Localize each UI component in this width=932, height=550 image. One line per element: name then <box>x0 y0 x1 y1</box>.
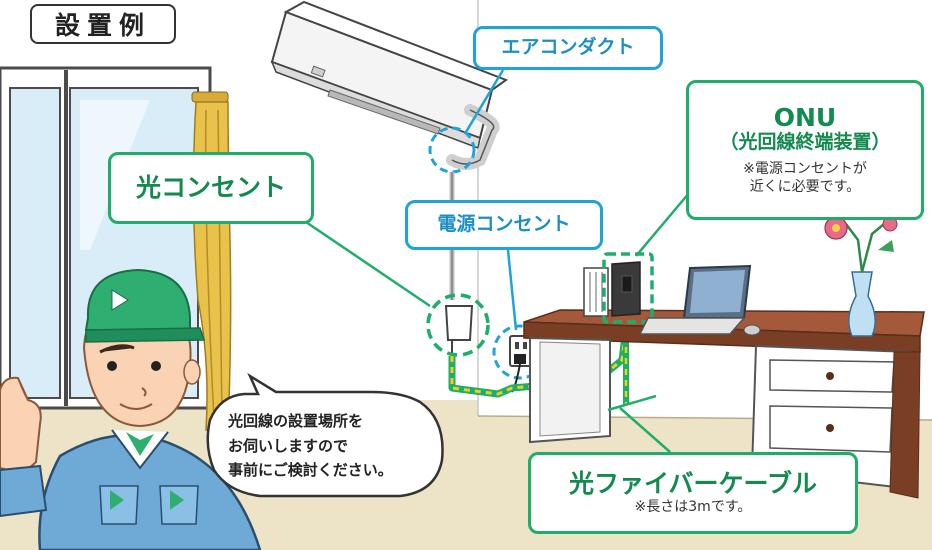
optical-outlet-text: 光コンセント <box>135 172 286 202</box>
power-outlet-text: 電源コンセント <box>437 213 571 236</box>
laptop <box>638 264 761 336</box>
speech-line3: 事前にご検討ください。 <box>228 461 393 480</box>
speech-bubble <box>206 372 444 498</box>
speech-line1: 光回線の設置場所を <box>228 411 364 430</box>
onu-title: ONU <box>773 102 837 132</box>
air-conditioner <box>270 0 509 150</box>
power-outlet-label: 電源コンセント <box>405 200 603 250</box>
onu-note-line1: ※電源コンセントが <box>743 161 867 178</box>
onu-subtitle: （光回線終端装置） <box>719 131 891 154</box>
power-outlet <box>492 324 548 393</box>
fiber-cable-text: 光ファイバーケーブル <box>568 468 817 498</box>
page-title: 設置例 <box>30 4 176 44</box>
onu-label: ONU （光回線終端装置） ※電源コンセントが 近くに必要です。 <box>686 80 924 220</box>
aircon-duct-text: エアコンダクト <box>501 36 635 59</box>
onu-device <box>583 252 654 324</box>
optical-outlet-label: 光コンセント <box>108 152 314 224</box>
optical-outlet <box>426 293 490 357</box>
speech-text: 光回線の設置場所を お伺いしますので 事前にご検討ください。 <box>206 398 438 494</box>
aircon-duct-label: エアコンダクト <box>473 26 663 70</box>
fiber-cable-note: ※長さは3mです。 <box>634 499 752 516</box>
speech-line2: お伺いしますので <box>228 436 349 455</box>
onu-note-line2: 近くに必要です。 <box>749 179 861 196</box>
flower-vase <box>824 208 898 337</box>
fiber-cable-label: 光ファイバーケーブル ※長さは3mです。 <box>528 452 858 534</box>
